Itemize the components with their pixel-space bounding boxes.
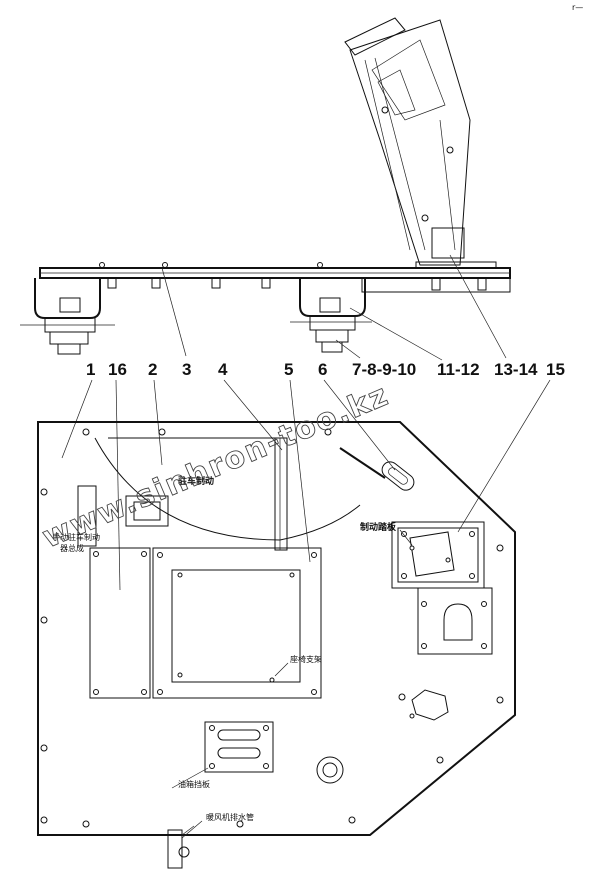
round-port	[316, 756, 344, 784]
part-number-16: 16	[108, 360, 127, 379]
part-number-2: 2	[148, 360, 157, 379]
brake-pedal-box	[391, 521, 485, 589]
part-number-1: 1	[86, 360, 95, 379]
caption-oil-plate: 油箱挡板	[178, 779, 210, 789]
part-number-13-14: 13-14	[494, 360, 538, 379]
parking-brake-region	[77, 437, 361, 551]
left-cover-plate	[89, 547, 151, 699]
left-mount-bracket	[20, 278, 115, 355]
drain-pipe	[167, 825, 195, 869]
caption-leaders	[171, 529, 413, 839]
caption-brake-pedal: 制动踏板	[360, 521, 397, 533]
corner-mark: r—	[572, 3, 583, 12]
caption-water-pipe: 暖风机排水管	[206, 812, 254, 822]
main-panel	[37, 421, 516, 836]
right-mount-bracket	[290, 278, 372, 353]
part-number-7-10: 7-8-9-10	[352, 360, 416, 379]
caption-seat-bracket: 座椅支架	[290, 654, 322, 664]
part-number-5: 5	[284, 360, 293, 379]
caption-manual-brake-2: 器总成	[60, 543, 84, 553]
hex-cover	[398, 689, 449, 721]
parking-lever	[339, 447, 415, 491]
cutout-plate	[417, 587, 493, 655]
oil-plate	[204, 721, 274, 773]
seat-bracket-plate	[152, 547, 322, 699]
watermark: www.sinhron-too.kz	[37, 377, 394, 555]
part-number-11-12: 11-12	[437, 360, 480, 379]
mounting-rail	[39, 261, 511, 293]
pedal-arm	[344, 17, 471, 266]
caption-manual-brake-1: 手动驻车制动	[52, 532, 100, 542]
caption-parking-brake: 驻车制动	[178, 475, 214, 487]
part-number-3: 3	[182, 360, 191, 379]
part-number-6: 6	[318, 360, 327, 379]
part-number-4: 4	[218, 360, 228, 379]
part-number-15: 15	[546, 360, 565, 379]
